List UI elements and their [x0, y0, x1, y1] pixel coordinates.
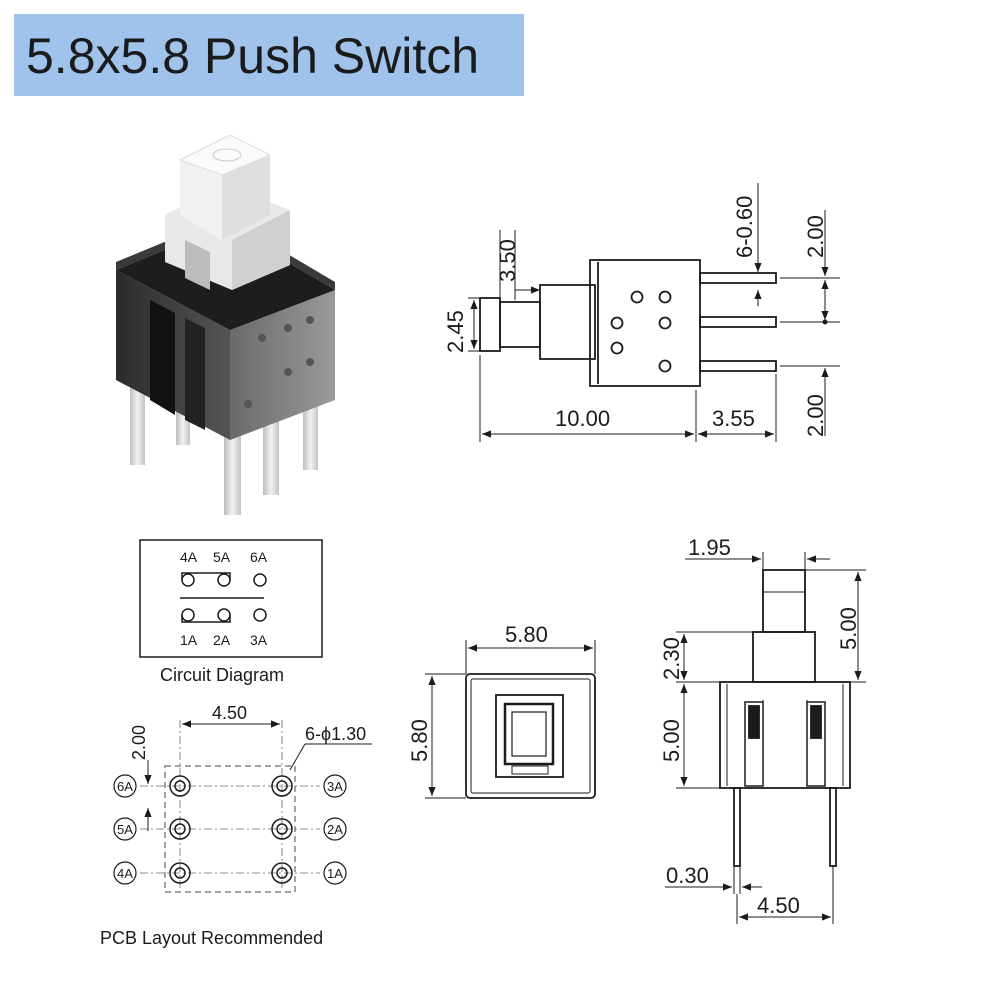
circuit-caption: Circuit Diagram — [160, 665, 284, 685]
circuit-label-5a: 5A — [213, 549, 231, 565]
side-view-drawing — [479, 259, 777, 387]
circuit-label-6a: 6A — [250, 549, 268, 565]
top-dim-height: 5.80 — [407, 719, 432, 762]
body-side-face — [230, 290, 335, 440]
front-dim-collar: 2.30 — [659, 637, 684, 680]
pcb-dim-hole: 6-ϕ1.30 — [305, 724, 366, 744]
pcb-pin-6a: 6A — [117, 779, 133, 794]
body-outline — [589, 259, 701, 387]
top-dim-width: 5.80 — [505, 622, 548, 647]
front-pin-right — [829, 787, 837, 867]
circuit-label-3a: 3A — [250, 632, 268, 648]
circuit-label-2a: 2A — [213, 632, 231, 648]
pcb-pin-5a: 5A — [117, 822, 133, 837]
pcb-pin-1a: 1A — [327, 866, 343, 881]
top-view-drawing — [465, 673, 596, 799]
front-dim-cap-width: 1.95 — [688, 535, 731, 560]
top-view-dimensions — [425, 640, 596, 799]
dim-pin-length: 3.55 — [712, 406, 755, 431]
pcb-dim-pitch-x: 4.50 — [212, 703, 247, 723]
title-banner: 5.8x5.8 Push Switch — [14, 14, 524, 96]
page-title: 5.8x5.8 Push Switch — [26, 28, 480, 84]
front-body — [719, 681, 851, 789]
front-collar — [752, 631, 816, 683]
circuit-label-1a: 1A — [180, 632, 198, 648]
pcb-pin-2a: 2A — [327, 822, 343, 837]
side-view-dimensions — [468, 183, 840, 442]
front-view-dimensions — [665, 552, 866, 924]
pcb-dim-pitch-y: 2.00 — [129, 725, 149, 760]
dim-body-length: 10.00 — [555, 406, 610, 431]
side-holes — [244, 316, 314, 408]
pcb-pin-4a: 4A — [117, 866, 133, 881]
front-cap — [762, 569, 806, 633]
dim-pitch-top: 2.00 — [803, 215, 828, 258]
cap-outline — [479, 297, 501, 352]
pcb-layout: 6A 5A 4A 3A 2A 1A 4.50 2.00 6-ϕ1.30 — [113, 703, 372, 893]
pcb-pin-3a: 3A — [327, 779, 343, 794]
top-actuator — [503, 702, 555, 766]
side-pin — [699, 360, 777, 372]
front-dim-pin-pitch: 4.50 — [757, 893, 800, 918]
front-dim-cap-total: 5.00 — [836, 607, 861, 650]
dim-cap-width: 2.45 — [443, 310, 468, 353]
dim-pin-diameter: 6-0.60 — [732, 196, 757, 258]
front-dim-body: 5.00 — [659, 719, 684, 762]
side-pin — [699, 316, 777, 328]
circuit-diagram: 4A 5A 6A 1A 2A 3A — [139, 539, 323, 658]
circuit-frame — [139, 539, 323, 658]
front-pin-left — [733, 787, 741, 867]
switch-3d-illustration: A — [116, 134, 335, 515]
dim-cap-height: 3.50 — [495, 239, 520, 282]
pcb-caption: PCB Layout Recommended — [100, 928, 323, 948]
side-pin — [699, 272, 777, 284]
dim-pitch-bottom: 2.00 — [803, 394, 828, 437]
pcb-holes — [169, 775, 293, 884]
front-dim-pin-width: 0.30 — [666, 863, 709, 888]
circuit-label-4a: 4A — [180, 549, 198, 565]
front-view-drawing — [719, 569, 851, 867]
top-body-outline — [465, 673, 596, 799]
